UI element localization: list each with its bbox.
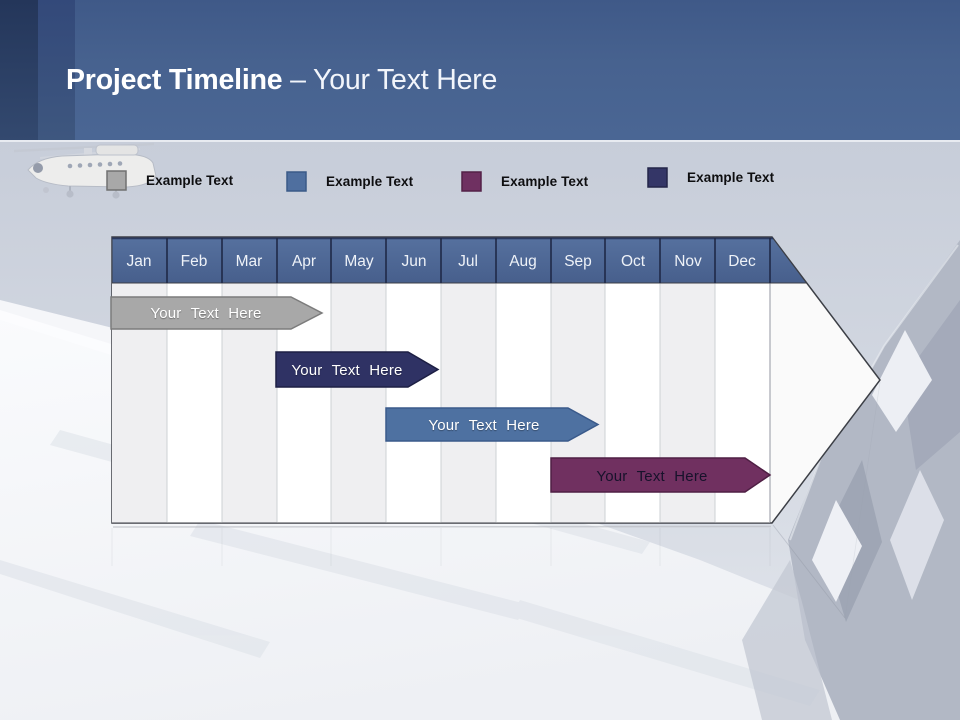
helicopter-wheel-3 [43,187,49,193]
legend-item: Example Text [106,170,233,191]
helicopter-windows [67,161,123,169]
month-label: Sep [564,253,592,270]
timeline-bar-2: Your Text Here [275,351,440,388]
month-label: May [344,253,374,270]
photo-top-edge [0,140,960,142]
bar-shape [550,457,772,493]
month-label: Jul [458,253,478,270]
month-column [441,283,496,523]
month-labels: Jan Feb Mar Apr May Jun Jul Aug Sep Oct … [127,253,757,270]
helicopter-wheel-2 [112,191,120,199]
page-title: Project Timeline – Your Text Here [66,62,497,98]
bar-label: Your Text Here [428,417,539,434]
header-band: Project Timeline – Your Text Here [0,0,960,140]
legend-swatch [286,171,307,192]
bar-label: Your Text Here [596,468,707,485]
legend: Example Text Example Text Example Text E… [0,0,960,192]
bar-shape [275,351,440,388]
month-label: Aug [509,253,537,270]
title-primary: Project Timeline [66,64,283,96]
accent-strip-dark [0,0,38,140]
helicopter-nose-window [33,163,43,173]
table-reflection [111,381,881,619]
accent-strip-mid [38,0,75,140]
bar-label: Your Text Here [150,305,261,322]
month-column [386,283,441,523]
month-column [331,283,386,523]
timeline-bar-1: Your Text Here [110,296,324,330]
title-separator: – [282,64,314,96]
legend-label: Example Text [326,174,414,189]
legend-swatch [106,170,127,191]
month-column [496,283,551,523]
month-label: Dec [728,253,756,270]
helicopter-hub [84,148,92,156]
month-header-dividers [166,238,771,283]
legend-swatch [647,167,668,188]
month-label: Feb [181,253,208,270]
helicopter-wheel [66,190,74,198]
month-label: Oct [621,253,646,270]
legend-swatch [461,171,482,192]
month-label: Jun [402,253,427,270]
month-label: Apr [292,253,316,270]
timeline-bar-4: Your Text Here [550,457,772,493]
legend-label: Example Text [501,174,589,189]
legend-item: Example Text [286,171,413,192]
mountain [742,240,960,720]
bar-shape [385,407,600,442]
legend-label: Example Text [687,170,775,185]
bar-shape [110,296,324,330]
month-label: Mar [236,253,263,270]
timeline-bar-3: Your Text Here [385,407,600,442]
title-secondary: Your Text Here [313,64,498,96]
month-label: Nov [674,253,702,270]
legend-label: Example Text [146,173,234,188]
legend-item: Example Text [647,167,774,188]
legend-item: Example Text [461,171,588,192]
helicopter-engine [95,144,139,156]
month-label: Jan [127,253,152,270]
timeline-header [111,236,808,284]
bar-label: Your Text Here [291,362,402,379]
